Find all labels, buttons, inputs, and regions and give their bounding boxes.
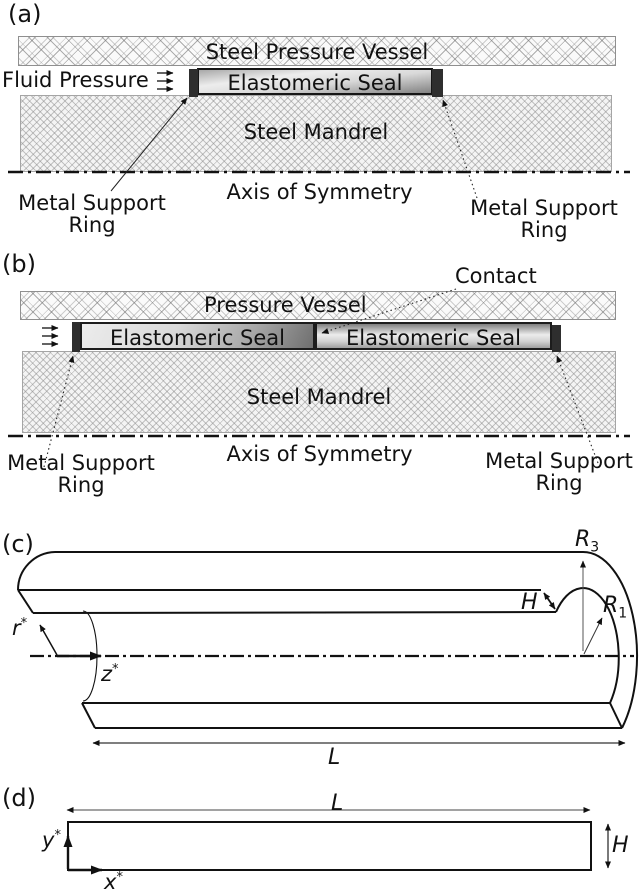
panel-a-metal-support-ring-left [189, 69, 198, 97]
panel-a-support-right-label: Metal Support Ring [468, 197, 620, 241]
panel-d-height-label: H [612, 833, 629, 858]
support-label-line1: Metal Support [7, 451, 155, 475]
panel-b-seal-left-label: Elastomeric Seal [109, 326, 285, 350]
support-label-line2: Ring [520, 218, 568, 242]
panel-a-metal-support-ring-right [432, 69, 443, 97]
tube-lower-inner-line [32, 611, 557, 614]
panel-b-vessel-label: Pressure Vessel [204, 293, 367, 317]
tube-bore-left-arc [82, 610, 98, 702]
r-axis-sup: * [20, 616, 28, 631]
panel-a-fluid-pressure-arrows [157, 70, 174, 92]
panel-c-tube-drawing [17, 551, 638, 729]
z-axis-base: z [101, 662, 113, 686]
tube-outer-end-arc [582, 551, 638, 729]
panel-a-support-left-label: Metal Support Ring [16, 192, 168, 236]
panel-a-vessel-label: Steel Pressure Vessel [205, 40, 429, 64]
r3-base: R [575, 527, 591, 552]
panel-c-r-axis-arrow [39, 624, 58, 656]
panel-a-tag: (a) [8, 0, 42, 28]
panel-b-support-right-label: Metal Support Ring [483, 450, 635, 494]
panel-b-elastomeric-seal-right: Elastomeric Seal [315, 322, 552, 350]
panel-c-r3-label: R3 [575, 527, 599, 555]
panel-d-tag: (d) [2, 784, 36, 812]
panel-c-length-label: L [328, 745, 341, 770]
panel-b-contact-label: Contact [455, 264, 537, 288]
panel-a-pressure-vessel-bar: Steel Pressure Vessel [18, 36, 616, 66]
panel-b-seal-right-label: Elastomeric Seal [345, 326, 521, 350]
y-axis-base: y [42, 828, 55, 852]
support-label-line1: Metal Support [18, 191, 166, 215]
panel-b-mandrel-label: Steel Mandrel [246, 385, 392, 409]
panel-c-r-axis-label: r* [12, 616, 27, 640]
panel-d-length-label: L [331, 791, 344, 816]
r1-base: R [603, 593, 619, 618]
panel-b-metal-support-ring-left [72, 322, 80, 352]
panel-c-tag: (c) [2, 530, 34, 558]
x-axis-base: x [104, 870, 117, 892]
panel-c-thickness-label: H [521, 590, 538, 615]
panel-a-mandrel-label: Steel Mandrel [243, 120, 389, 144]
r1-sub: 1 [618, 605, 628, 622]
panel-d-y-axis-label: y* [42, 828, 61, 852]
support-label-line2: Ring [57, 473, 105, 497]
x-axis-sup: * [116, 870, 123, 885]
panel-a-seal-label: Elastomeric Seal [227, 71, 403, 95]
panel-b-pressure-vessel-bar: Pressure Vessel [20, 291, 616, 320]
panel-b-axis-label: Axis of Symmetry [226, 442, 413, 466]
r3-sub: 3 [590, 539, 600, 556]
panel-a-axis-label: Axis of Symmetry [226, 180, 413, 204]
panel-b-tag: (b) [2, 250, 36, 278]
panel-b-fluid-pressure-arrows [42, 325, 59, 347]
z-axis-sup: * [112, 662, 119, 677]
r-axis-base: r [12, 616, 21, 640]
support-label-line2: Ring [535, 471, 583, 495]
panel-c-thickness-arrow [543, 592, 556, 610]
support-label-line1: Metal Support [485, 449, 633, 473]
y-axis-sup: * [54, 828, 61, 843]
panel-c-z-axis-label: z* [101, 662, 119, 686]
support-label-line1: Metal Support [470, 196, 618, 220]
panel-b-steel-mandrel-bar [22, 351, 616, 433]
panel-b-elastomeric-seal-left: Elastomeric Seal [80, 322, 315, 350]
support-label-line2: Ring [68, 213, 116, 237]
tube-left-tip-edge [17, 589, 34, 614]
panel-a-fluid-pressure-label: Fluid Pressure [2, 68, 149, 92]
tube-bottom-left-edge [81, 702, 96, 729]
panel-a-elastomeric-seal: Elastomeric Seal [197, 68, 433, 95]
panel-c-r1-label: R1 [603, 593, 627, 621]
tube-bottom-right-edge [609, 702, 623, 729]
panel-b-support-left-label: Metal Support Ring [5, 452, 157, 496]
panel-d-x-axis-label: x* [104, 870, 123, 892]
panel-d-strip-rect [67, 821, 592, 871]
panel-c-r1-leader [583, 617, 603, 655]
panel-b-metal-support-ring-right [552, 325, 561, 352]
